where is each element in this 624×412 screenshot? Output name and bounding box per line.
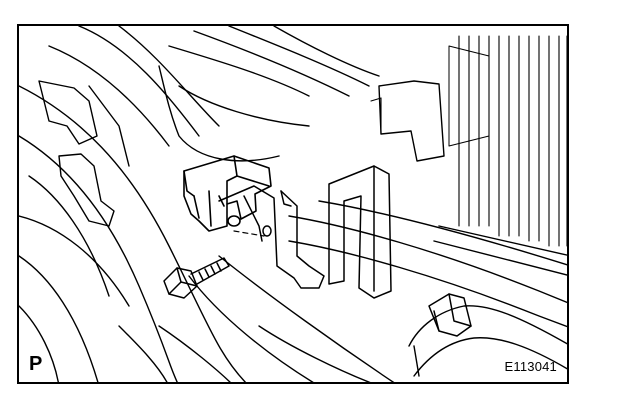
bolt xyxy=(163,257,230,299)
pipe xyxy=(288,200,567,328)
upper-housing xyxy=(158,26,380,162)
pipe-clamp xyxy=(328,165,392,299)
engine-bay-contours xyxy=(19,26,395,382)
diagram-frame: P E113041 xyxy=(17,24,569,384)
alignment-line xyxy=(233,230,265,237)
radiator-fins xyxy=(458,35,567,247)
lower-housing xyxy=(19,215,371,382)
left-body-panel xyxy=(38,80,130,227)
hose xyxy=(408,305,567,377)
figure-code: E113041 xyxy=(504,359,557,374)
radiator xyxy=(370,35,567,276)
sensor xyxy=(183,155,272,232)
view-label: P xyxy=(29,353,43,375)
installation-illustration xyxy=(19,26,567,382)
hose-clamp xyxy=(428,293,472,337)
